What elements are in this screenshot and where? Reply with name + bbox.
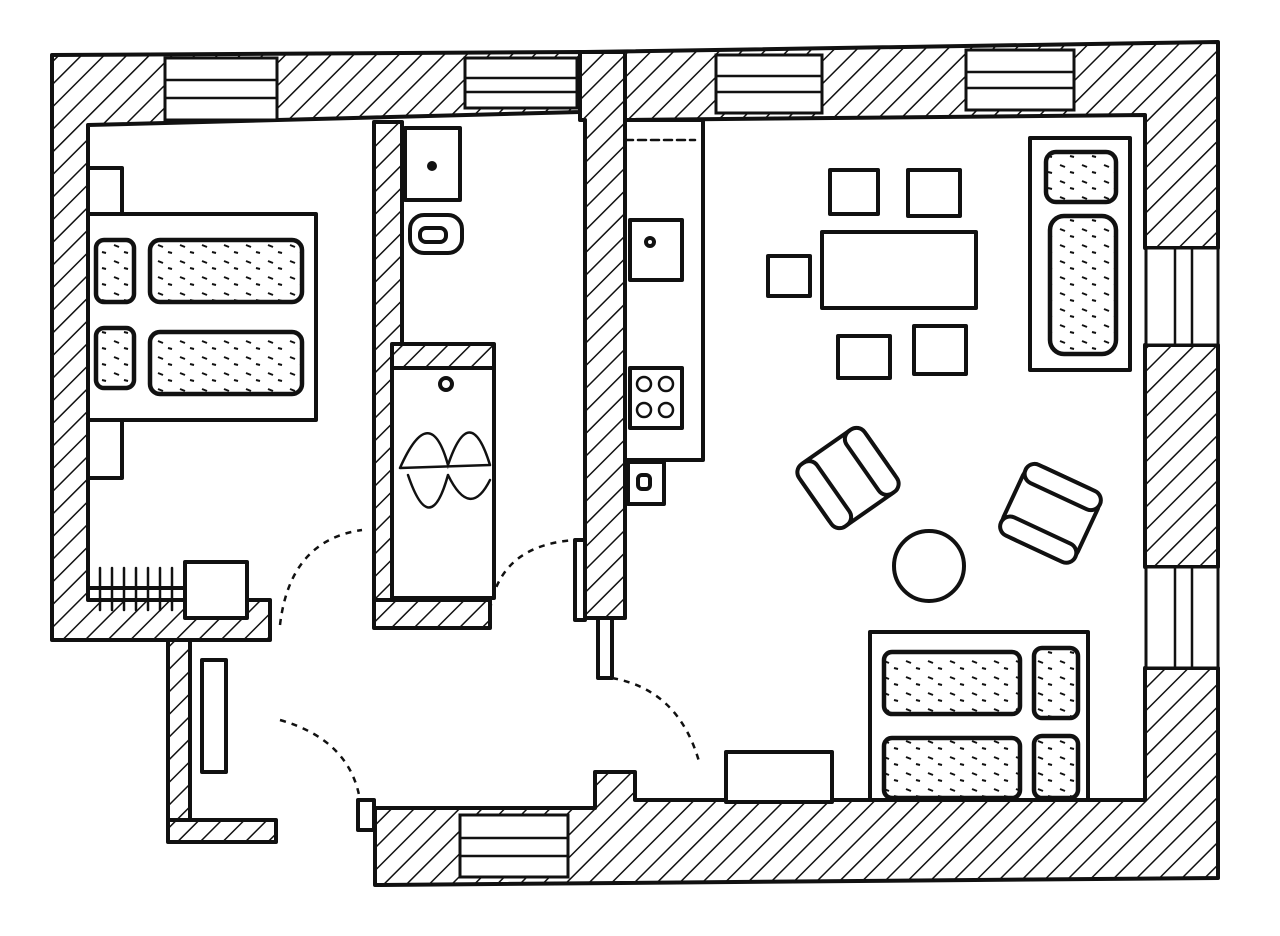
nightstand-top: [86, 166, 124, 216]
door-jamb: [596, 616, 614, 680]
armchair-left: [795, 425, 901, 531]
shower-door: [398, 431, 492, 509]
sofa-cushion: [1043, 149, 1119, 205]
door-swing-bathroom: [488, 538, 576, 611]
window: [1144, 565, 1220, 670]
window: [1144, 246, 1220, 347]
burner: [657, 375, 675, 393]
sofa-cushion: [1031, 645, 1081, 721]
sofa-cushion: [1047, 213, 1119, 357]
bathroom: [390, 126, 496, 600]
bedroom: [86, 166, 318, 620]
dining-chair: [828, 168, 880, 216]
dining-chair: [836, 334, 892, 380]
stove: [628, 366, 684, 430]
radiator: [86, 566, 187, 612]
window: [463, 56, 579, 110]
nightstand-bottom: [86, 418, 124, 480]
pillow-small: [93, 325, 137, 391]
door-swing-bedroom: [278, 528, 363, 626]
door-swing-living: [611, 676, 702, 766]
wall-bath-bottom: [372, 598, 492, 630]
toilet-seat: [418, 226, 448, 244]
living-kitchen: [623, 118, 1132, 804]
shower-head: [438, 376, 454, 392]
wall-bath-inner: [390, 342, 496, 370]
pillow: [147, 329, 305, 397]
window: [163, 56, 279, 122]
bin-lid: [636, 473, 652, 491]
pillow-small: [93, 237, 137, 305]
door-jamb: [356, 798, 376, 832]
sink: [628, 218, 684, 282]
dresser: [183, 560, 249, 620]
sofa-cushion: [1031, 733, 1081, 801]
sideboard: [724, 750, 834, 804]
wall-right-middle: [1143, 343, 1220, 569]
window: [458, 813, 570, 879]
round-coffee-table: [892, 529, 966, 603]
sink-drain: [644, 236, 656, 248]
burner: [657, 401, 675, 419]
burner: [635, 375, 653, 393]
sofa-cushion: [881, 649, 1023, 717]
windows: [163, 48, 1220, 879]
window: [964, 48, 1076, 112]
burner: [635, 401, 653, 419]
door-swing-entrance: [279, 718, 362, 801]
shower: [390, 366, 496, 600]
pillow: [147, 237, 305, 305]
wall-central: [578, 50, 627, 620]
armchair-right: [998, 461, 1103, 565]
wall-hall-left: [166, 638, 192, 842]
dining-table: [820, 230, 978, 310]
sofa-cushion: [881, 735, 1023, 801]
wall-hall-bottom: [166, 818, 278, 844]
dining-chair: [906, 168, 962, 218]
window: [714, 53, 824, 115]
dining-chair: [766, 254, 812, 298]
hall: [200, 658, 228, 774]
wardrobe: [200, 658, 228, 774]
door-jamb: [573, 538, 587, 622]
drain: [427, 161, 437, 171]
dining-chair: [912, 324, 968, 376]
